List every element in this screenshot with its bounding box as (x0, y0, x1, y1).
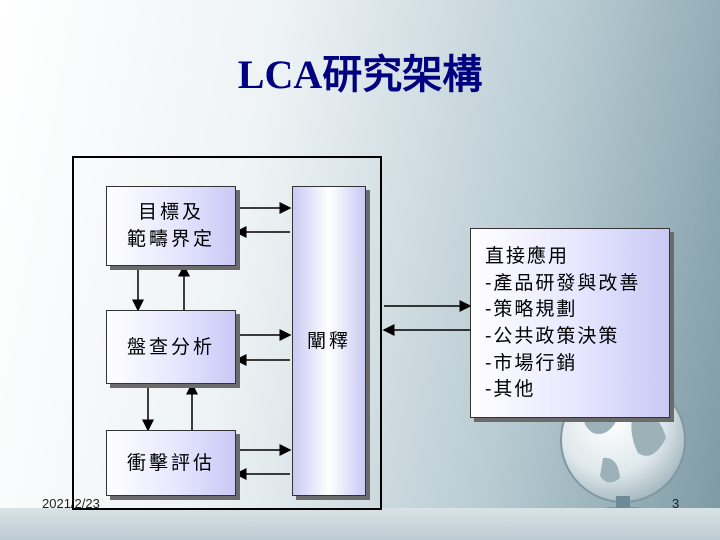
page-number: 3 (672, 496, 680, 511)
goal-scope-line-2: 範疇界定 (126, 228, 215, 250)
inventory-analysis-label: 盤查分析 (126, 335, 215, 358)
lca-framework-frame (72, 156, 382, 510)
interpretation-label: 闡釋 (306, 329, 351, 352)
application-item: -產品研發與改善 (485, 271, 641, 294)
applications-heading: 直接應用 (485, 245, 570, 268)
inventory-analysis-node: 盤查分析 (106, 310, 236, 384)
application-item: -市場行銷 (485, 351, 578, 374)
interpretation-node: 闡釋 (292, 186, 366, 496)
footer-bar (0, 508, 720, 540)
impact-assessment-label: 衝擊評估 (126, 451, 215, 474)
direct-applications-node: 直接應用 -產品研發與改善 -策略規劃 -公共政策決策 -市場行銷 -其他 (470, 228, 670, 418)
application-item: -公共政策決策 (485, 325, 620, 347)
goal-scope-line-1: 目標及 (137, 201, 204, 224)
application-item: -其他 (485, 378, 536, 401)
goal-scope-node: 目標及 範疇界定 (106, 186, 236, 266)
application-item: -策略規劃 (485, 298, 578, 321)
impact-assessment-node: 衝擊評估 (106, 430, 236, 496)
footer-date: 2021/2/23 (42, 496, 100, 511)
slide-title: LCA研究架構 (237, 52, 483, 97)
